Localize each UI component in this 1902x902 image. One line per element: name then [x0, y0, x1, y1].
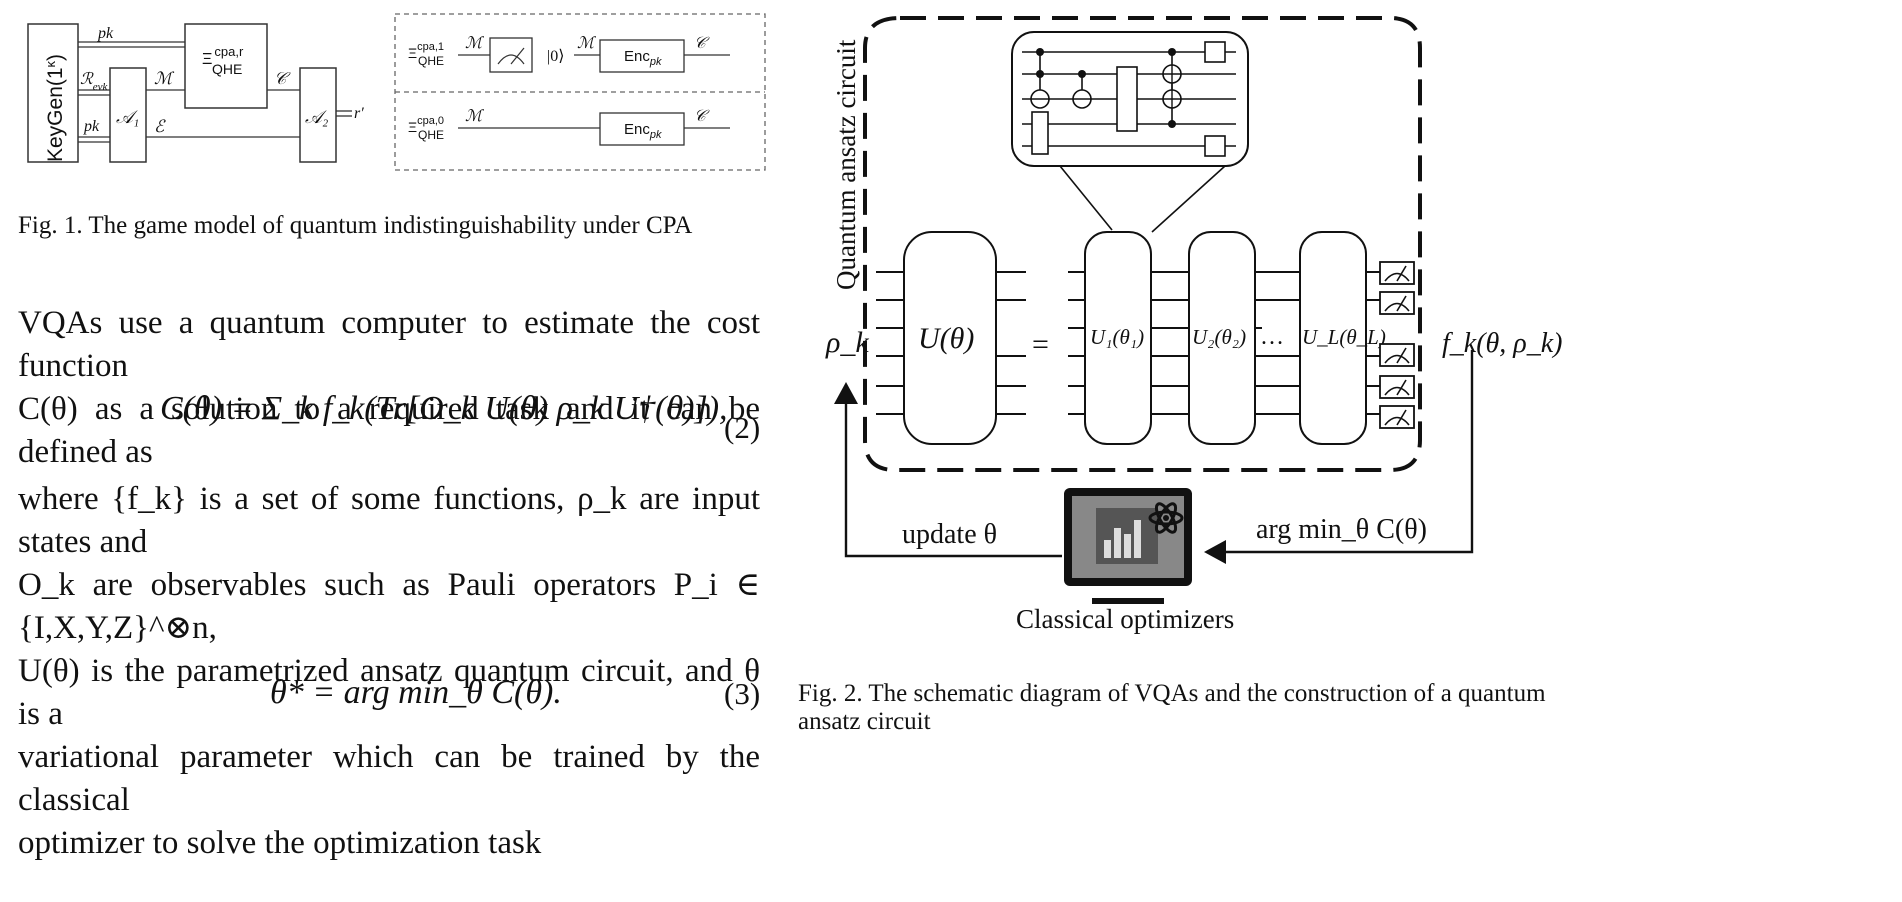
para2-line5: optimizer to solve the optimization task [18, 825, 542, 861]
enc-box-2 [599, 112, 685, 146]
u2-label: U₂(θ₂) [1192, 325, 1246, 349]
pk-top-label: pk [97, 25, 114, 42]
equals-sign: = [1032, 328, 1049, 361]
equation-3: θ* = arg min_θ C(θ). [270, 674, 562, 712]
u-theta-label: U(θ) [918, 322, 974, 355]
m-label: ℳ [154, 69, 175, 88]
a1-box [109, 67, 147, 163]
f-output-label: f_k(θ, ρ_k) [1442, 328, 1562, 359]
row2-m: ℳ [465, 108, 485, 125]
u1-block [1084, 231, 1152, 445]
pk-bottom-label: pk [83, 118, 100, 135]
a2-box [299, 67, 337, 163]
eq2-text: C(θ) = Σ_k f_k(Tr[O_k U(θ) ρ_k U†(θ)]), [160, 390, 728, 427]
ansatz-dashed-border [863, 16, 1422, 472]
row1-m: ℳ [465, 35, 485, 52]
para2-line3: U(θ) is the parametrized ansatz quantum … [18, 653, 760, 732]
uL-block [1299, 231, 1367, 445]
para2-line2: O_k are observables such as Pauli operat… [18, 567, 760, 646]
equation-2-number: (2) [724, 410, 761, 445]
measurement-meters [1379, 261, 1415, 429]
para1-line2: C(θ) as a solution to a required task an… [18, 391, 760, 470]
enc-box-1 [599, 39, 685, 73]
row2-c: 𝒞 [694, 108, 710, 125]
update-theta-label: update θ [902, 519, 997, 550]
rho-label: ρ_k [825, 326, 869, 359]
argmin-label: arg min_θ C(θ) [1256, 514, 1427, 545]
ellipsis: … [1260, 324, 1284, 350]
fig2-caption-line1: Fig. 2. The schematic diagram of VQAs an… [798, 680, 1546, 707]
eq3-text: θ* = arg min_θ C(θ). [270, 674, 562, 711]
arrow-to-rho [834, 382, 858, 404]
u1-label: U₁(θ₁) [1090, 325, 1144, 349]
fig1-caption: Fig. 1. The game model of quantum indist… [18, 212, 693, 239]
c-label: 𝒞 [274, 69, 291, 88]
paragraph-1: VQAs use a quantum computer to estimate … [18, 302, 760, 474]
row1-m2: ℳ [577, 35, 597, 52]
computer-icon [1064, 488, 1192, 604]
para2-line1: where {f_k} is a set of some functions, … [18, 481, 760, 560]
fig2-vqa-diagram: Quantum ansatz circuit [825, 16, 1562, 634]
r-out-label: r′ [354, 105, 364, 122]
a2-label: 𝒜₂ [305, 107, 328, 127]
fig2-caption: Fig. 2. The schematic diagram of VQAs an… [798, 680, 1898, 736]
arrow-to-optimizer [1204, 540, 1226, 564]
u-theta-block [903, 231, 997, 445]
u2-block [1188, 231, 1256, 445]
ansatz-label: Quantum ansatz circuit [831, 39, 861, 290]
keygen-label: KeyGen(1κ) [43, 54, 68, 162]
keygen-box [27, 23, 79, 163]
equation-2: C(θ) = Σ_k f_k(Tr[O_k U(θ) ρ_k U†(θ)]), [160, 390, 728, 428]
atom-icon [1148, 502, 1184, 534]
optimizers-label: Classical optimizers [1016, 604, 1234, 634]
equation-3-number: (3) [724, 676, 761, 711]
para2-line4: variational parameter which can be train… [18, 739, 760, 818]
uL-label: U_L(θ_L) [1302, 325, 1386, 349]
a1-label: 𝒜₁ [116, 107, 139, 127]
paragraph-2: where {f_k} is a set of some functions, … [18, 478, 760, 865]
ket0: |0⟩ [547, 48, 564, 65]
xi-cpa-box [184, 23, 268, 109]
e-label: ℰ [154, 117, 166, 136]
row1-c: 𝒞 [694, 35, 710, 52]
fig2-caption-line2: ansatz circuit [798, 708, 931, 735]
para1-line1: VQAs use a quantum computer to estimate … [18, 305, 760, 384]
